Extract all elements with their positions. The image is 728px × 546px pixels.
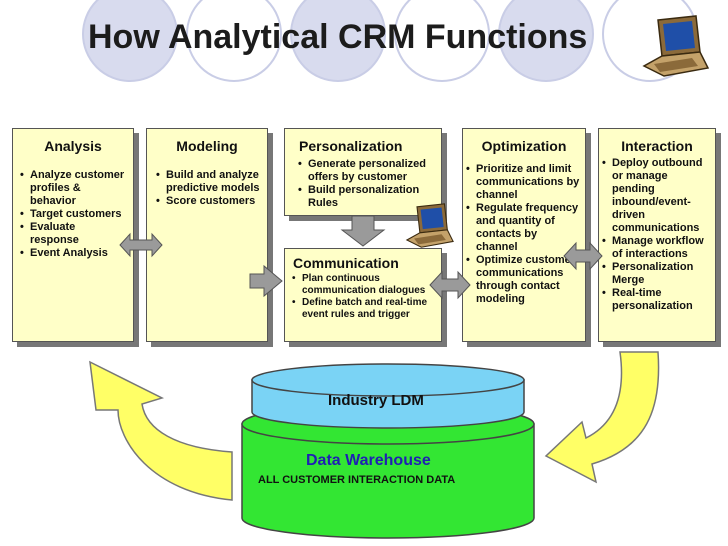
list-item: Target customers xyxy=(19,208,127,221)
list-item: Event Analysis xyxy=(19,247,127,260)
background-circle xyxy=(498,0,594,82)
interaction-list: Deploy outbound or manage pending inboun… xyxy=(601,157,711,313)
background-circle xyxy=(394,0,490,82)
background-circle xyxy=(186,0,282,82)
personalization-panel: Personalization Generate personalized of… xyxy=(284,128,442,216)
list-item: Generate personalized offers by customer xyxy=(297,158,435,184)
personalization-title: Personalization xyxy=(299,138,403,154)
list-item: Regulate frequency and quantity of conta… xyxy=(465,202,581,254)
right-arrow xyxy=(249,264,283,298)
list-item: Optimize customer communications through… xyxy=(465,254,581,306)
laptop-icon xyxy=(642,15,710,77)
curved-down-arrow xyxy=(544,351,660,484)
list-item: Analyze customer profiles & behavior xyxy=(19,169,127,208)
communication-title: Communication xyxy=(293,255,399,271)
list-item: Manage workflow of interactions xyxy=(601,235,711,261)
double-arrow xyxy=(563,241,603,271)
optimization-panel: Optimization Prioritize and limit commun… xyxy=(462,128,586,342)
modeling-list: Build and analyze predictive models Scor… xyxy=(155,169,261,208)
list-item: Build and analyze predictive models xyxy=(155,169,261,195)
list-item: Real-time personalization xyxy=(601,287,711,313)
analysis-list: Analyze customer profiles & behavior Tar… xyxy=(19,169,127,260)
down-arrow xyxy=(340,215,386,247)
interaction-panel: Interaction Deploy outbound or manage pe… xyxy=(598,128,716,342)
list-item: Score customers xyxy=(155,195,261,208)
background-circle xyxy=(82,0,178,82)
optimization-title: Optimization xyxy=(481,138,567,154)
communication-list: Plan continuous communication dialogues … xyxy=(291,273,437,321)
double-arrow xyxy=(119,232,163,258)
data-warehouse-subtitle: ALL CUSTOMER INTERACTION DATA xyxy=(258,474,456,486)
background-circle xyxy=(290,0,386,82)
curved-up-arrow xyxy=(89,360,233,501)
list-item: Build personalization Rules xyxy=(297,184,435,210)
laptop-icon xyxy=(405,203,454,248)
list-item: Deploy outbound or manage pending inboun… xyxy=(601,157,711,235)
double-arrow xyxy=(429,270,471,300)
industry-ldm-label: Industry LDM xyxy=(328,392,424,409)
list-item: Prioritize and limit communications by c… xyxy=(465,163,581,202)
page-title: How Analytical CRM Functions xyxy=(88,18,588,56)
modeling-panel: Modeling Build and analyze predictive mo… xyxy=(146,128,268,342)
list-item: Plan continuous communication dialogues xyxy=(291,273,437,297)
communication-panel: Communication Plan continuous communicat… xyxy=(284,248,442,342)
analysis-panel: Analysis Analyze customer profiles & beh… xyxy=(12,128,134,342)
list-item: Evaluate response xyxy=(19,221,127,247)
analysis-title: Analysis xyxy=(44,138,102,154)
optimization-list: Prioritize and limit communications by c… xyxy=(465,163,581,306)
data-warehouse-label: Data Warehouse xyxy=(306,452,431,469)
list-item: Personalization Merge xyxy=(601,261,711,287)
list-item: Define batch and real-time event rules a… xyxy=(291,297,437,321)
interaction-title: Interaction xyxy=(621,138,693,154)
personalization-list: Generate personalized offers by customer… xyxy=(297,158,435,210)
modeling-title: Modeling xyxy=(176,138,238,154)
